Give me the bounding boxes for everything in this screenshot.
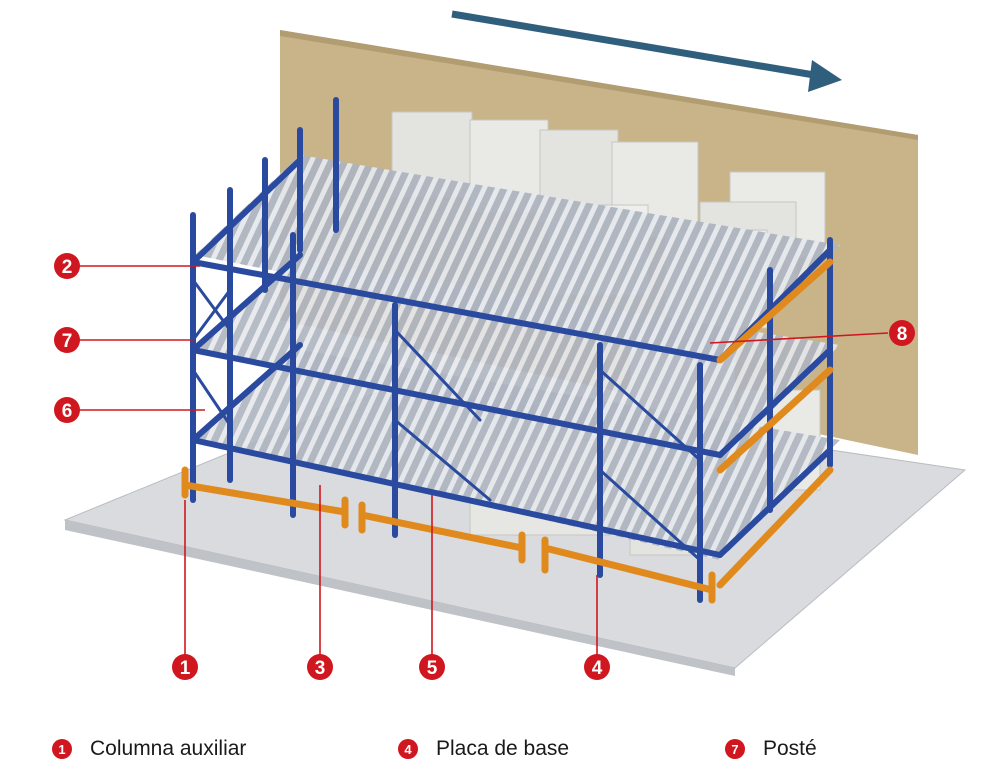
callout-4-label: 4 — [592, 658, 603, 679]
callout-6-label: 6 — [62, 401, 73, 422]
legend-item-7: 7 Posté — [725, 736, 817, 762]
callout-3-label: 3 — [315, 658, 326, 679]
legend-item-4: 4 Placa de base — [398, 736, 569, 762]
leader-lines — [76, 265, 889, 655]
rack-frame — [190, 97, 833, 603]
callout-8: 8 — [889, 320, 915, 346]
legend-badge-4: 4 — [398, 739, 418, 759]
legend-item-1: 1 Columna auxiliar — [52, 736, 246, 762]
callout-7: 7 — [54, 327, 80, 353]
callout-7-label: 7 — [62, 331, 73, 352]
flow-direction-arrow — [451, 10, 842, 92]
callout-1: 1 — [172, 654, 198, 680]
callout-6: 6 — [54, 397, 80, 423]
legend-text-7: Posté — [763, 737, 817, 760]
callout-3: 3 — [307, 654, 333, 680]
callout-2-label: 2 — [62, 257, 73, 278]
legend-text-4: Placa de base — [436, 737, 570, 760]
callout-1-label: 1 — [180, 658, 191, 679]
callout-5-label: 5 — [427, 658, 438, 679]
callout-4: 4 — [584, 654, 610, 680]
base-plates — [181, 258, 834, 604]
callout-8-label: 8 — [897, 324, 908, 345]
legend-text-1: Columna auxiliar — [90, 737, 247, 760]
legend-badge-1: 1 — [52, 739, 72, 759]
legend-badge-7: 7 — [725, 739, 745, 759]
callout-2: 2 — [54, 253, 80, 279]
callout-5: 5 — [419, 654, 445, 680]
roller-levels — [195, 155, 840, 560]
